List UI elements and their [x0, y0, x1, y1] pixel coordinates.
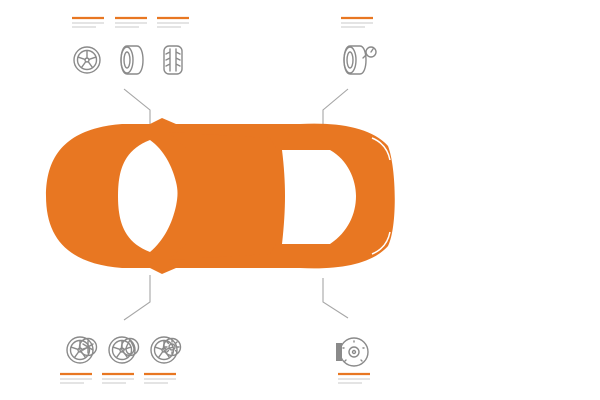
wheel-rim-icon	[73, 46, 101, 74]
headlight-top	[371, 137, 391, 161]
side-window-bottom	[168, 244, 276, 260]
tire-tread-icon	[163, 45, 183, 75]
rain-tire-icon	[108, 336, 140, 364]
winter-tire-icon	[66, 336, 98, 364]
rear-window	[118, 140, 178, 252]
summer-tire-icon	[150, 336, 182, 364]
leader-bottom-left	[123, 275, 151, 321]
icons	[66, 45, 377, 367]
leader-lines	[123, 88, 349, 321]
windshield	[282, 150, 356, 244]
label-stubs	[60, 16, 373, 384]
leader-top-left	[123, 88, 151, 126]
brake-caliper	[336, 343, 342, 361]
label-stub	[144, 372, 176, 384]
label-stub	[102, 372, 134, 384]
tire-pressure-icon	[343, 45, 377, 75]
label-stub	[338, 372, 370, 384]
leader-bottom-right	[322, 278, 349, 319]
label-stub	[115, 16, 147, 28]
side-window-top	[168, 132, 276, 148]
label-stub	[341, 16, 373, 28]
label-stub	[60, 372, 92, 384]
tire-side-icon	[120, 45, 144, 75]
car-top-view	[46, 118, 395, 274]
brake-disc-icon	[336, 337, 369, 367]
headlight-bottom	[371, 231, 391, 255]
label-stub	[72, 16, 104, 28]
label-stub	[157, 16, 189, 28]
leader-top-right	[322, 88, 349, 124]
